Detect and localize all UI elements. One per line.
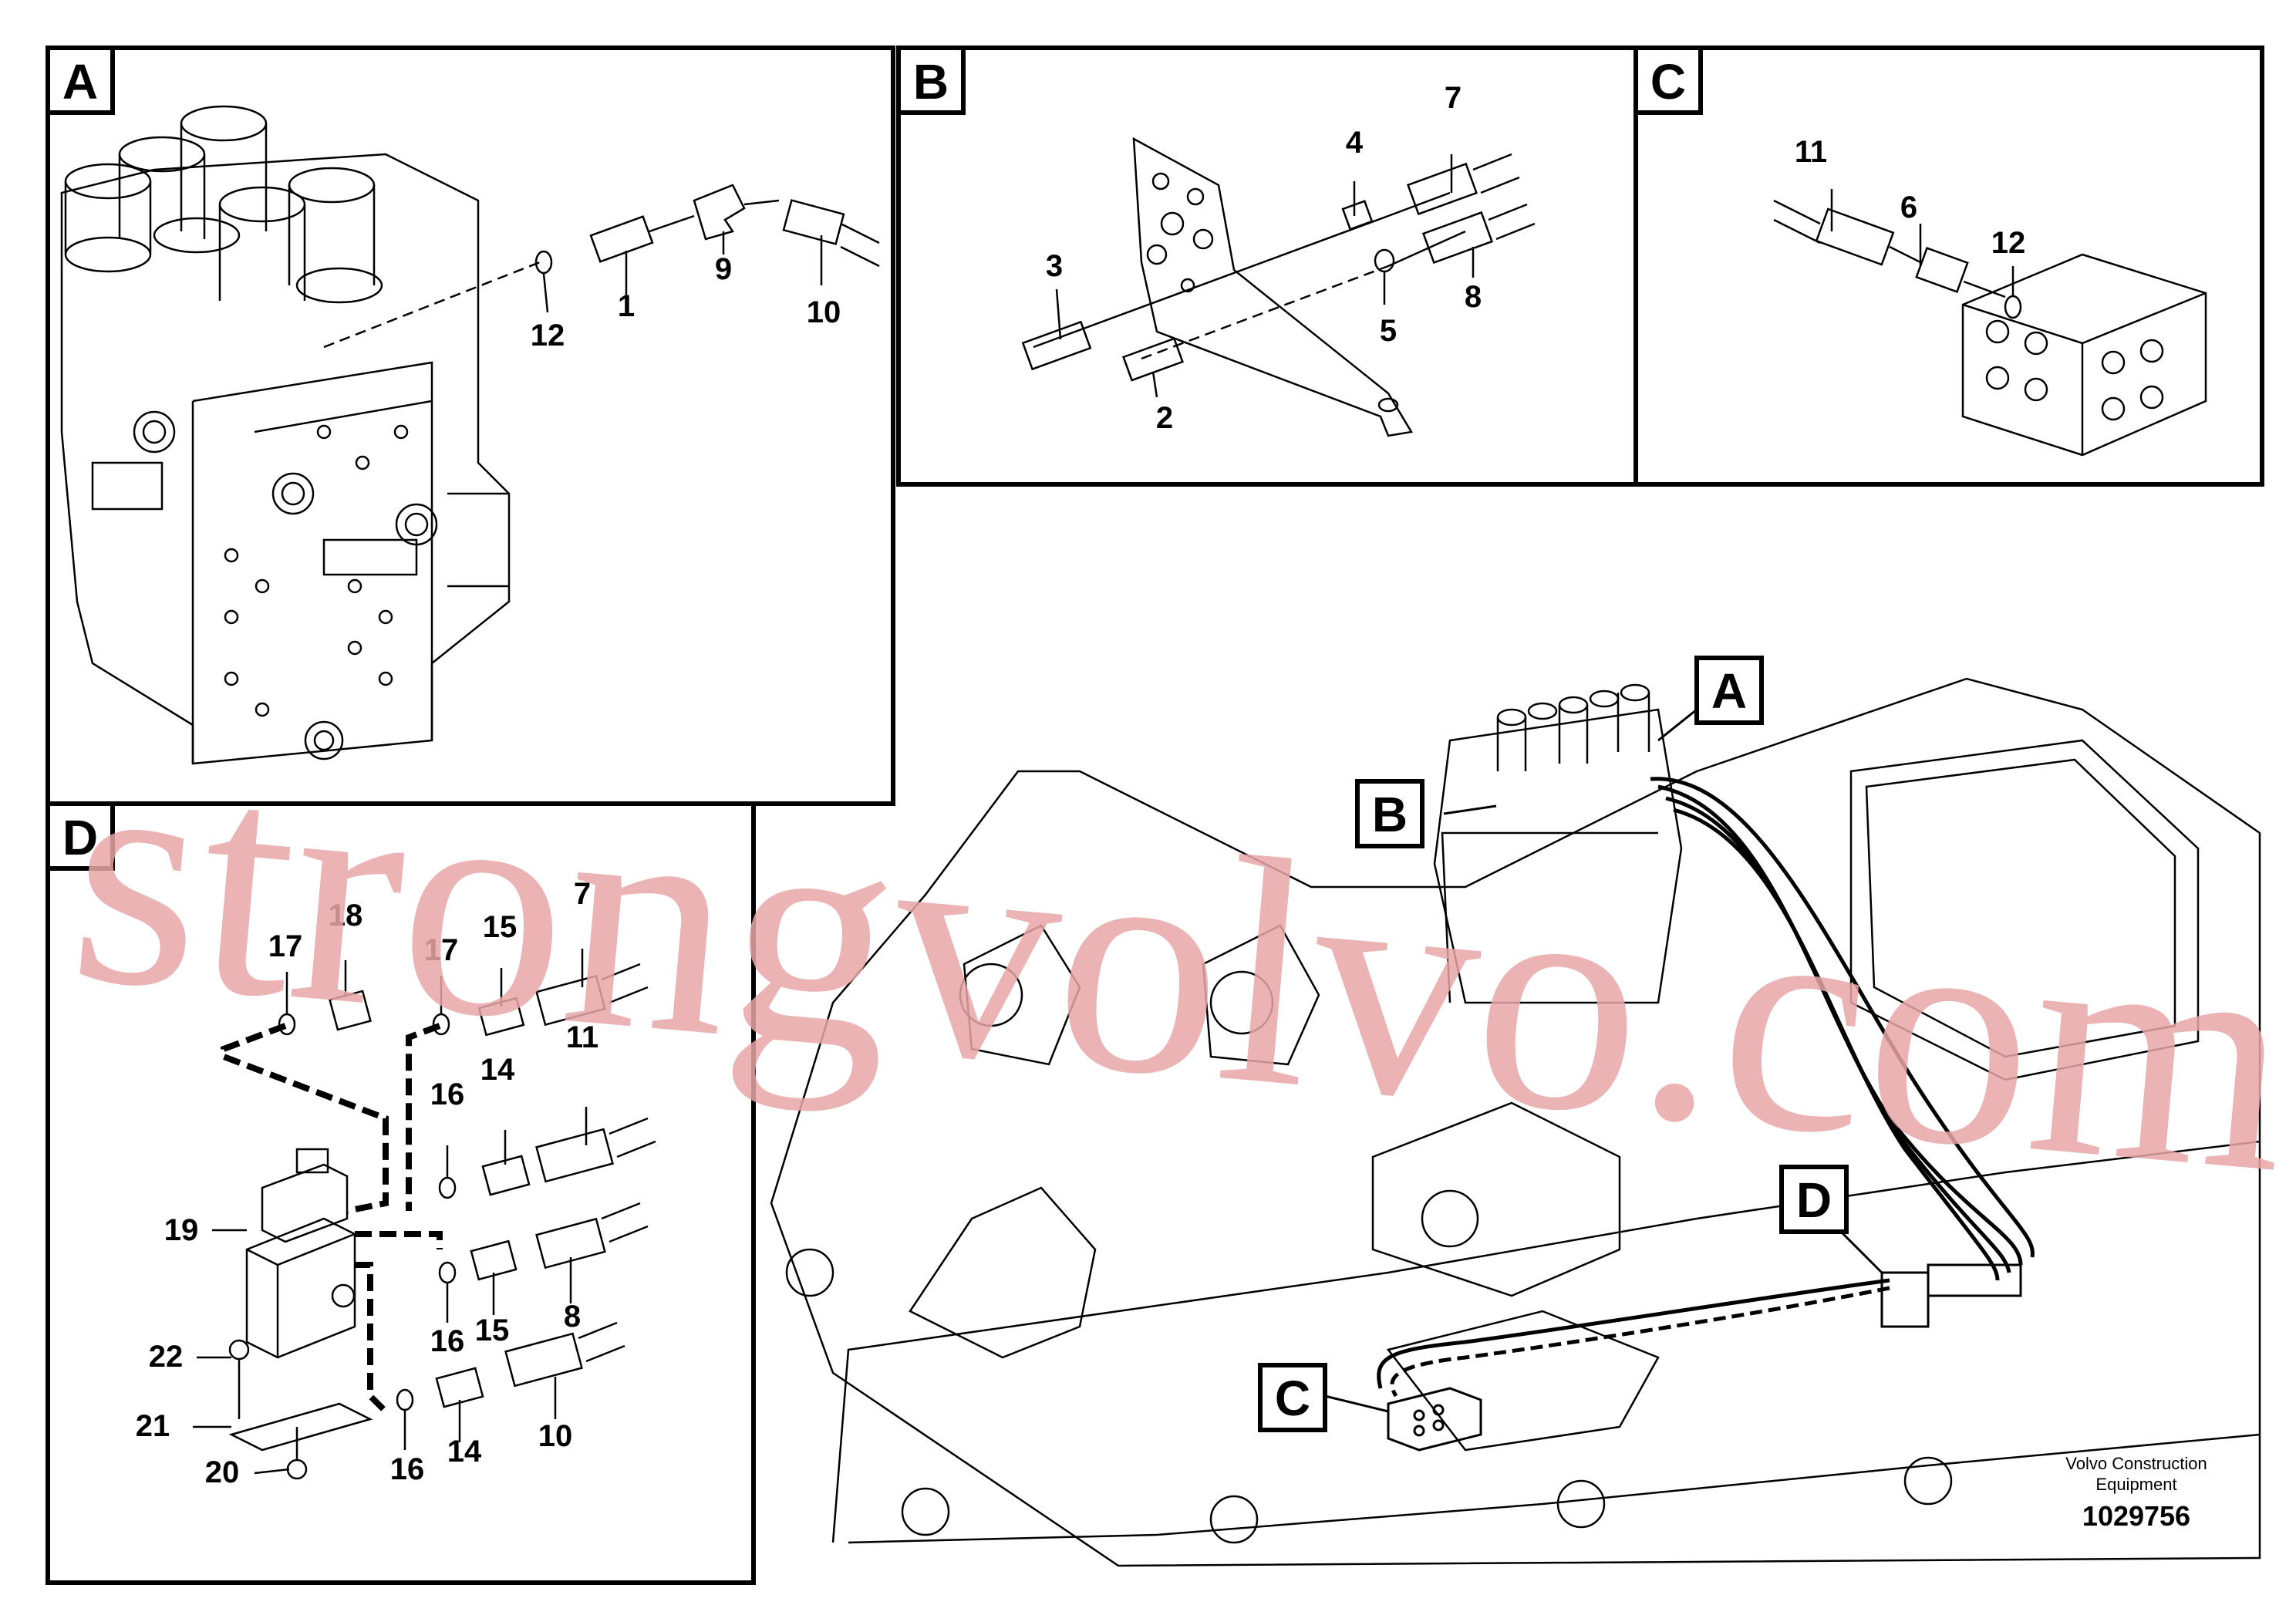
junction-block bbox=[1387, 1387, 1482, 1452]
panel-c-tag-box bbox=[1633, 46, 1703, 115]
part-label-d-19: 19 bbox=[164, 1213, 199, 1247]
callout-a-label: A bbox=[1711, 663, 1747, 719]
part-label-d-17b: 17 bbox=[424, 933, 459, 967]
part-label-d-15b: 15 bbox=[475, 1313, 510, 1347]
part-label-d-18: 18 bbox=[329, 899, 363, 932]
part-label-d-14a: 14 bbox=[480, 1053, 515, 1087]
part-label-d-16a: 16 bbox=[430, 1077, 465, 1111]
part-label-b-5: 5 bbox=[1380, 314, 1397, 348]
callout-b-label: B bbox=[1372, 787, 1408, 842]
panel-b-tag: B bbox=[913, 54, 949, 110]
panel-d-fittings bbox=[278, 963, 656, 1411]
bracket-plate-drawing bbox=[1021, 137, 1536, 437]
solenoid-valve-mount bbox=[1880, 1263, 2022, 1328]
control-valve-drawing bbox=[60, 105, 511, 765]
panel-d-tag-box bbox=[46, 801, 115, 871]
part-label-c-6: 6 bbox=[1900, 191, 1917, 224]
panel-d-tag: D bbox=[62, 810, 98, 865]
panel-c: C bbox=[1633, 46, 2264, 487]
panel-c-tag: C bbox=[1650, 54, 1686, 110]
part-label-b-7: 7 bbox=[1445, 81, 1462, 115]
part-label-d-21: 21 bbox=[136, 1409, 170, 1443]
panel-b: B bbox=[896, 46, 1638, 487]
part-label-d-22: 22 bbox=[149, 1340, 184, 1374]
manifold-block-drawing bbox=[1773, 199, 2207, 457]
part-label-b-8: 8 bbox=[1465, 280, 1482, 314]
part-label-b-2: 2 bbox=[1156, 401, 1173, 435]
callout-a: A bbox=[1657, 656, 1764, 742]
panel-a-tag-box bbox=[46, 46, 115, 115]
brand-line-1: Volvo Construction bbox=[2065, 1454, 2207, 1473]
leader-lines bbox=[193, 154, 2014, 1475]
drawing-number: 1029756 bbox=[2082, 1500, 2190, 1532]
brand-line-2: Equipment bbox=[2095, 1475, 2176, 1494]
panel-a: A bbox=[46, 46, 895, 806]
part-label-d-15a: 15 bbox=[483, 910, 518, 944]
part-labels: 12 1 9 10 3 4 7 5 8 2 11 6 12 17 18 17 1… bbox=[136, 81, 2026, 1489]
callout-c-label: C bbox=[1275, 1371, 1310, 1426]
panel-b-tag-box bbox=[896, 46, 966, 115]
part-label-b-3: 3 bbox=[1046, 249, 1063, 283]
solenoid-valve-drawing bbox=[228, 1148, 373, 1480]
panel-a-fittings bbox=[323, 184, 880, 349]
part-label-d-16b: 16 bbox=[430, 1324, 465, 1358]
part-label-a-9: 9 bbox=[715, 252, 732, 286]
part-label-d-7: 7 bbox=[574, 877, 591, 911]
part-label-d-14b: 14 bbox=[447, 1435, 482, 1469]
part-label-d-17a: 17 bbox=[268, 929, 303, 963]
part-label-d-10: 10 bbox=[538, 1419, 573, 1453]
panel-a-tag: A bbox=[62, 54, 98, 110]
panel-d-dashed-lines bbox=[221, 1023, 443, 1414]
main-assembly-view: A B C D bbox=[770, 656, 2261, 1567]
callout-d-label: D bbox=[1796, 1172, 1832, 1228]
callout-c: C bbox=[1258, 1363, 1389, 1432]
callout-d: D bbox=[1779, 1165, 1883, 1274]
part-label-a-10: 10 bbox=[807, 295, 841, 329]
part-label-d-8: 8 bbox=[564, 1300, 581, 1334]
callout-b: B bbox=[1355, 779, 1497, 848]
part-label-a-12: 12 bbox=[531, 319, 565, 352]
part-label-c-12: 12 bbox=[1991, 226, 2026, 260]
part-label-d-20: 20 bbox=[205, 1455, 240, 1489]
hose-routing bbox=[1377, 777, 2035, 1398]
part-label-b-4: 4 bbox=[1346, 126, 1364, 160]
upper-frame-drawing bbox=[770, 677, 2261, 1567]
panel-d: D bbox=[46, 801, 756, 1585]
footer-block: Volvo Construction Equipment 1029756 bbox=[2065, 1454, 2207, 1532]
part-label-c-11: 11 bbox=[1795, 135, 1827, 169]
part-label-a-1: 1 bbox=[618, 289, 635, 323]
part-label-d-16c: 16 bbox=[390, 1452, 425, 1486]
part-label-d-11: 11 bbox=[566, 1020, 598, 1054]
